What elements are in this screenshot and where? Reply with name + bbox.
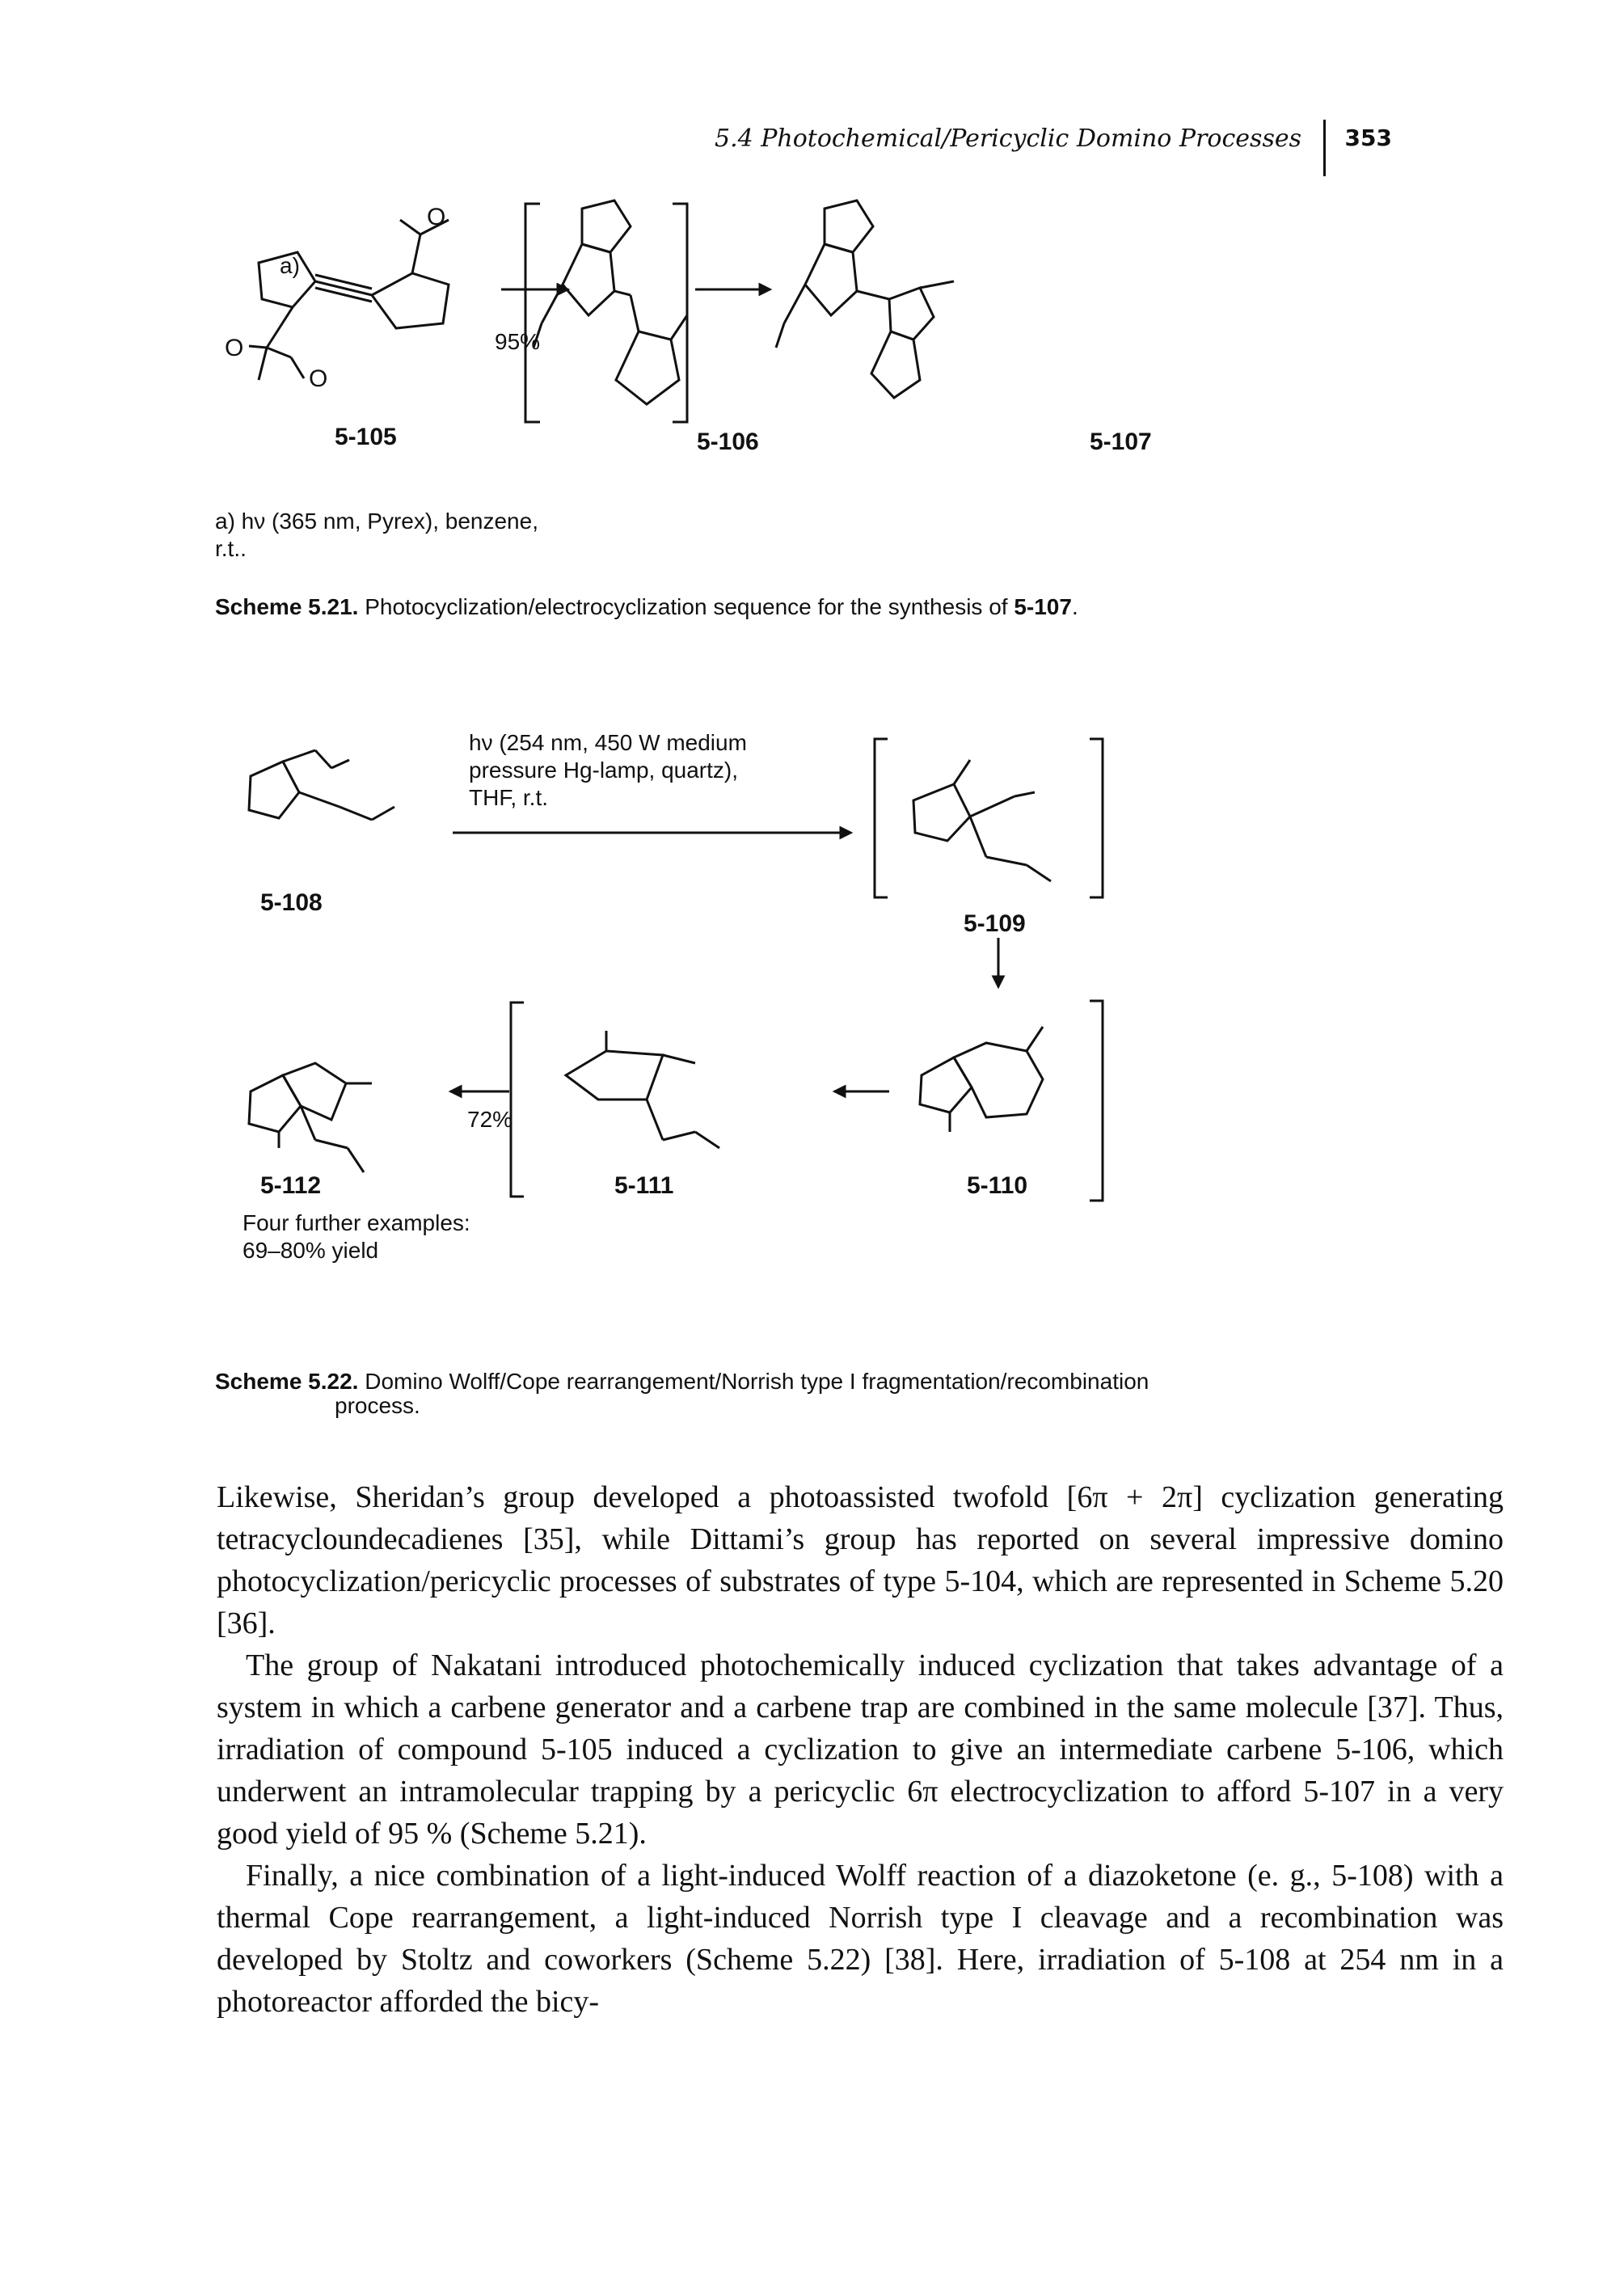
caption-label: Scheme 5.22. [215,1369,359,1394]
scheme-5-21-step-label: a) [280,253,300,278]
scheme-5-22-examples: Four further examples: 69–80% yield [243,1209,470,1264]
compound-label-5-105-page: 5-105 [335,424,397,450]
scheme-5-21-conditions: a) hν (365 nm, Pyrex), benzene, r.t.. [215,508,538,563]
page-number: 353 [1344,125,1392,151]
examples-line: Four further examples: [243,1210,470,1235]
condition-line: r.t.. [215,536,247,561]
scheme-5-22: hν (254 nm, 450 W medium pressure Hg-lam… [210,720,1148,1285]
bracket-right [1090,999,1104,1202]
structure-5-111 [563,1031,720,1150]
structure-5-107 [774,199,955,399]
atom-label: O [309,365,327,392]
compound-label-5-108: 5-108 [260,889,323,916]
condition-line: a) hν (365 nm, Pyrex), benzene, [215,509,538,534]
bracket-right [673,202,689,424]
running-header: 5.4 Photochemical/Pericyclic Domino Proc… [485,120,1407,176]
condition-line: THF, r.t. [469,785,548,810]
scheme-5-21-yield: 95% [495,329,541,354]
scheme-5-22-yield: 72% [467,1107,513,1132]
header-rule [1323,120,1326,176]
scheme-5-22-caption: Scheme 5.22. Domino Wolff/Cope rearrange… [215,1370,1508,1418]
scheme-5-22-structures [247,737,1104,1202]
examples-line: 69–80% yield [243,1238,379,1263]
structure-5-106 [532,199,689,406]
structure-5-110 [918,1026,1044,1132]
compound-label-5-112: 5-112 [260,1172,322,1199]
caption-end: . [1071,594,1078,619]
running-title: 5.4 Photochemical/Pericyclic Domino Proc… [714,125,1301,153]
bracket-left [524,202,540,424]
structure-5-105 [248,218,450,381]
paragraph: Likewise, Sheridan’s group developed a p… [217,1480,1504,1640]
compound-label-5-111: 5-111 [614,1172,674,1199]
paragraph: The group of Nakatani introduced photoch… [217,1648,1504,1851]
bracket-right [1090,737,1104,899]
scheme-5-22-conditions: hν (254 nm, 450 W medium pressure Hg-lam… [469,729,747,812]
structure-5-108 [247,749,395,821]
condition-line: hν (254 nm, 450 W medium [469,730,747,755]
scheme-5-21-caption: Scheme 5.21. Photocyclization/electrocyc… [215,595,1508,619]
paragraph: Finally, a nice combination of a light-i… [217,1859,1504,2019]
structure-5-109 [912,759,1052,883]
compound-label-5-109: 5-109 [964,910,1026,937]
caption-compound: 5-107 [1014,594,1072,619]
body-text: Likewise, Sheridan’s group developed a p… [217,1476,1504,2023]
caption-text: Photocyclization/electrocyclization sequ… [365,594,1008,619]
caption-label: Scheme 5.21. [215,594,359,619]
compound-label-5-107: 5-107 [1090,428,1152,455]
caption-text-cont: process. [335,1393,420,1418]
scheme-5-21: O O O [202,186,1334,493]
bracket-left [509,1001,524,1198]
compound-label-5-106: 5-106 [697,428,759,455]
scheme-5-21-structures: O O O [225,199,955,424]
bracket-left [873,737,888,899]
caption-text: Domino Wolff/Cope rearrangement/Norrish … [365,1369,1149,1394]
condition-line: pressure Hg-lamp, quartz), [469,758,739,783]
atom-label: O [427,204,445,230]
compound-label-5-110: 5-110 [967,1172,1028,1199]
structure-5-112 [247,1062,372,1173]
atom-label: O [225,335,243,361]
